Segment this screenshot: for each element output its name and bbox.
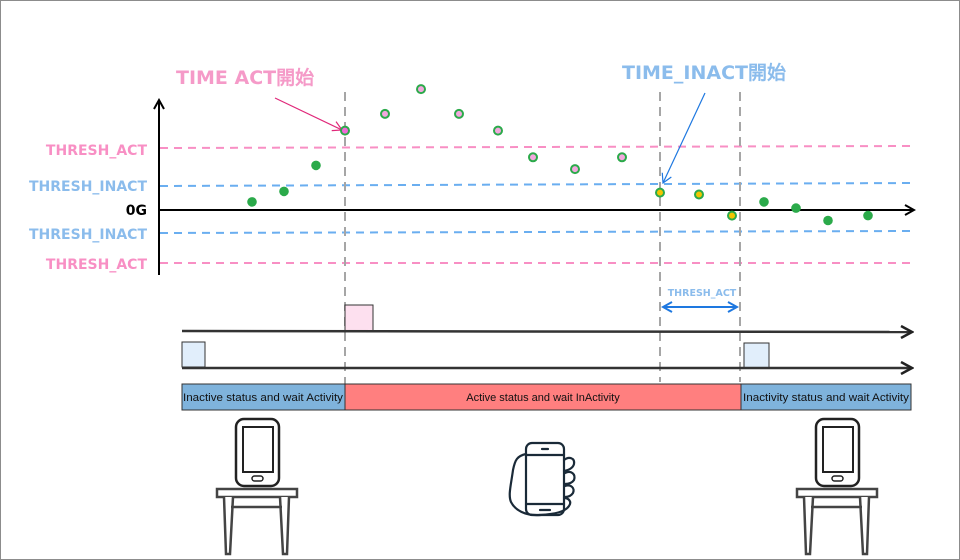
data-point-active <box>493 125 503 136</box>
data-point-active <box>416 84 426 95</box>
data-point-active <box>454 108 464 119</box>
data-point-inactive <box>823 215 833 226</box>
activity-signal-timeline <box>181 331 912 332</box>
thresh-inact-bottom-label: THRESH_INACT <box>29 227 147 243</box>
status-inactivity-label: Inactivity status and wait Activity <box>743 392 910 404</box>
thresh-inact-top-label: THRESH_INACT <box>29 179 147 195</box>
data-point-inactive <box>759 197 769 207</box>
thresh-act-top-label: THRESH_ACT <box>46 143 148 159</box>
zero-g-label: 0G <box>126 203 147 219</box>
data-point-inact-wait <box>694 189 704 200</box>
inactivity-interrupt-pulse-1 <box>181 341 206 368</box>
thresh-act-top-line <box>159 145 913 149</box>
phone-in-hand-icon <box>508 441 576 517</box>
data-point-inactive <box>279 186 289 197</box>
data-point-inactive <box>247 197 257 207</box>
status-inactive-label: Inactive status and wait Activity <box>183 392 344 404</box>
thresh-inact-top-line <box>159 182 913 187</box>
data-point-inactive <box>863 210 873 221</box>
data-point-inactive <box>311 160 321 171</box>
status-active-label: Active status and wait InActivity <box>466 392 620 404</box>
data-point-active <box>528 152 538 163</box>
data-point-inactive <box>791 203 801 213</box>
data-point-active <box>570 164 580 175</box>
thresh-inact-bottom-line <box>159 230 913 234</box>
time-act-arrow <box>274 97 344 132</box>
time-act-start-label: TIME ACT開始 <box>176 66 314 89</box>
inactivity-interrupt-pulse-2 <box>743 342 770 369</box>
thresh-act-bottom-label: THRESH_ACT <box>46 257 148 273</box>
phone-on-table-icon <box>795 417 879 556</box>
data-point-inact-wait <box>727 210 737 221</box>
time-inact-arrow <box>661 92 706 185</box>
data-point-active <box>617 152 627 163</box>
data-points <box>247 84 873 226</box>
status-segment-inactivity <box>740 383 912 411</box>
activity-interrupt-pulse <box>344 304 374 332</box>
data-point-active <box>380 108 390 119</box>
data-point-active-start <box>340 125 350 136</box>
interval-label: THRESH_ACT <box>668 288 737 299</box>
time-inact-start-label: TIME_INACT開始 <box>622 61 786 84</box>
data-point-inact-start <box>655 187 665 198</box>
phone-on-table-icon <box>215 417 299 556</box>
